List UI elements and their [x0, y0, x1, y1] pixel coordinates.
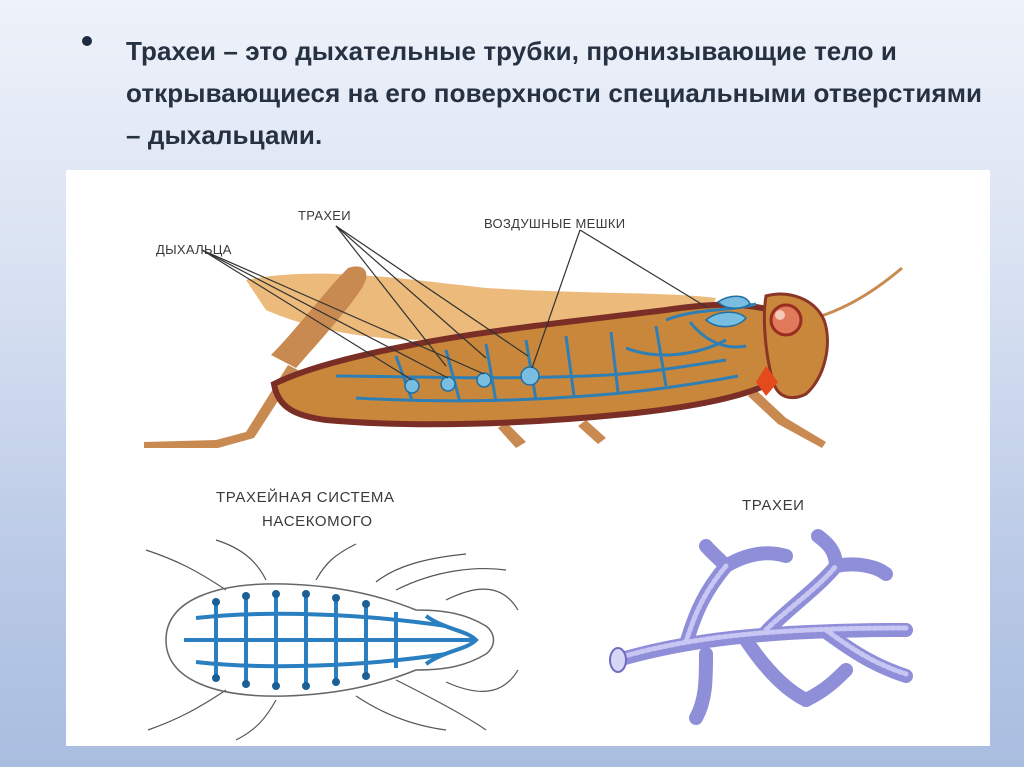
- label-trachea-top: ТРАХЕИ: [298, 208, 351, 223]
- insect-body-outline: [165, 583, 495, 697]
- insect-spiracle-dots: [212, 590, 370, 690]
- grasshopper-eye: [769, 303, 803, 337]
- insect-legs: [145, 539, 519, 741]
- insect-trachea-pattern: [184, 594, 479, 686]
- label-pointer-lines: [201, 225, 709, 381]
- grasshopper-trachea-network: [335, 302, 757, 403]
- trachea-branches: ТРАХЕИ: [609, 497, 913, 725]
- grasshopper-hind-femur: [271, 266, 367, 368]
- grasshopper-illustration: ДЫХАЛЬЦА ТРАХЕИ ВОЗДУШНЫЕ МЕШКИ: [144, 208, 903, 448]
- grasshopper-front-leg: [748, 390, 826, 448]
- grasshopper-air-sacs: [404, 295, 751, 394]
- label-trachea-bottom: ТРАХЕИ: [742, 497, 805, 514]
- grasshopper-mid-leg: [498, 420, 606, 448]
- bullet-list: Трахеи – это дыхательные трубки, пронизы…: [82, 30, 992, 156]
- trachea-tubes-highlight: [615, 563, 909, 677]
- label-system-line1: ТРАХЕЙНАЯ СИСТЕМА: [216, 488, 395, 506]
- insect-tracheal-system: ТРАХЕЙНАЯ СИСТЕМА НАСЕКОМОГО: [145, 488, 519, 741]
- figure-canvas: ДЫХАЛЬЦА ТРАХЕИ ВОЗДУШНЫЕ МЕШКИ ТРАХЕЙНА…: [144, 208, 913, 741]
- grasshopper-mouthparts: [756, 366, 778, 396]
- grasshopper-eye-highlight: [775, 310, 785, 320]
- label-spiracles: ДЫХАЛЬЦА: [156, 242, 232, 257]
- label-system-line2: НАСЕКОМОГО: [262, 513, 373, 530]
- grasshopper-antenna: [807, 266, 903, 322]
- grasshopper-hind-tibia: [144, 365, 298, 448]
- label-air-sacs: ВОЗДУШНЫЕ МЕШКИ: [484, 216, 625, 231]
- bullet-marker: [82, 36, 92, 46]
- bullet-text: Трахеи – это дыхательные трубки, пронизы…: [126, 36, 983, 150]
- trachea-tube-opening: [609, 647, 627, 673]
- insect-respiration-figure: ДЫХАЛЬЦА ТРАХЕИ ВОЗДУШНЫЕ МЕШКИ ТРАХЕЙНА…: [66, 170, 990, 746]
